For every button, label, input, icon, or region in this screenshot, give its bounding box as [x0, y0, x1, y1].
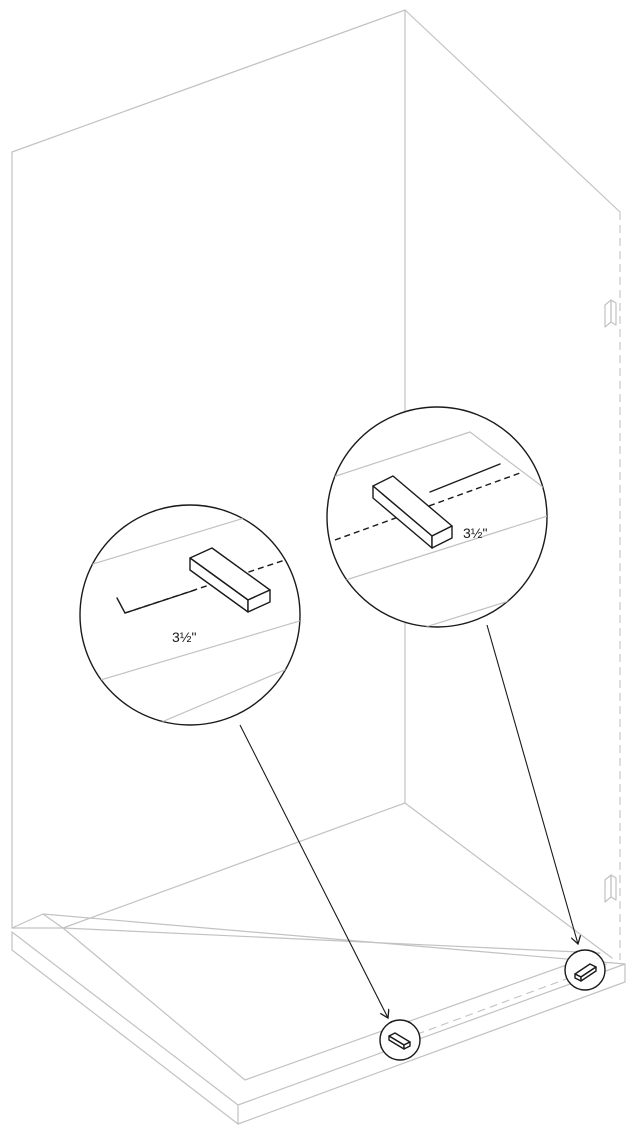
back-wall-right-top	[404, 9, 621, 213]
base-top-outline	[11, 913, 626, 1106]
marker-circle-right	[564, 949, 606, 991]
base-front-face	[11, 931, 239, 1125]
callout-left-dimension-label: 3½"	[172, 629, 196, 645]
back-wall-left	[11, 9, 406, 929]
hinge-top	[604, 299, 617, 328]
hinge-bottom	[604, 874, 617, 903]
base-right-face	[237, 963, 626, 1125]
callout-right-dimension-label: 3½"	[463, 525, 487, 541]
callout-right: 3½"	[326, 406, 548, 628]
base-inner-recess	[42, 913, 601, 1081]
marker-circle-left	[379, 1019, 421, 1061]
leader-arrow-right	[486, 624, 578, 944]
callout-left: 3½"	[79, 504, 301, 726]
back-corner-floor	[404, 802, 613, 959]
callout-left-circle	[79, 504, 301, 726]
leader-arrow-left	[239, 724, 388, 1018]
shower-base	[11, 913, 626, 1125]
enclosure-outline	[11, 9, 621, 960]
